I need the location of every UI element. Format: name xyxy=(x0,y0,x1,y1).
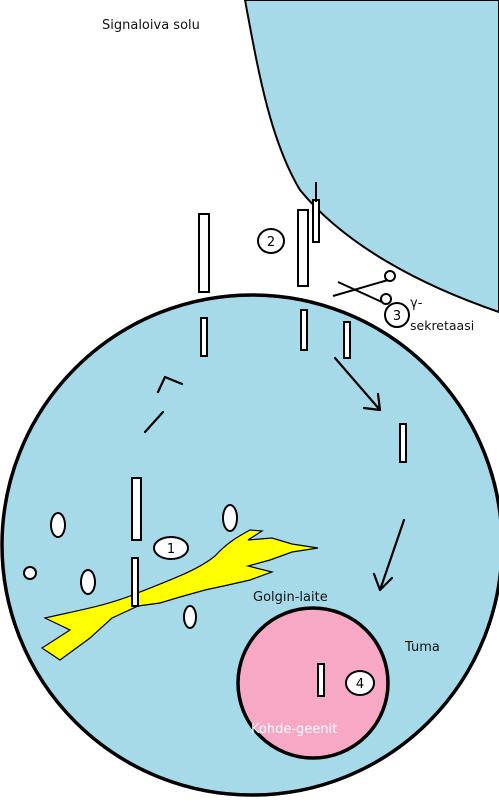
vesicle xyxy=(51,513,65,537)
gamma-label: γ- xyxy=(410,296,422,311)
notch-receptor-intracellular xyxy=(201,318,207,356)
scissors-icon xyxy=(333,271,395,304)
nucleus-label: Tuma xyxy=(405,640,440,655)
signaling-cell-label: Signaloiva solu xyxy=(102,18,200,33)
step-2-label: 2 xyxy=(267,235,275,250)
step-4-label: 4 xyxy=(356,677,364,692)
vesicle xyxy=(184,606,196,628)
notch-intracellular-fragment xyxy=(344,322,350,358)
step-3-label: 3 xyxy=(393,309,401,324)
signaling-cell xyxy=(245,0,499,312)
nicd-nucleus xyxy=(318,664,324,696)
nicd-cytoplasm xyxy=(400,424,406,462)
target-genes-label: Kohde-geenit xyxy=(251,722,337,737)
step-1-label: 1 xyxy=(167,542,175,557)
notch-receptor-extracellular xyxy=(199,214,209,292)
vesicle xyxy=(24,567,36,579)
vesicle xyxy=(223,505,237,531)
secretase-label: sekretaasi xyxy=(410,318,474,333)
ligand-delta xyxy=(313,200,319,242)
golgi-label: Golgin-laite xyxy=(253,590,328,605)
notch-receptor-intracellular xyxy=(301,310,307,350)
notch-receptor-extracellular xyxy=(298,210,308,286)
vesicle xyxy=(81,570,95,594)
